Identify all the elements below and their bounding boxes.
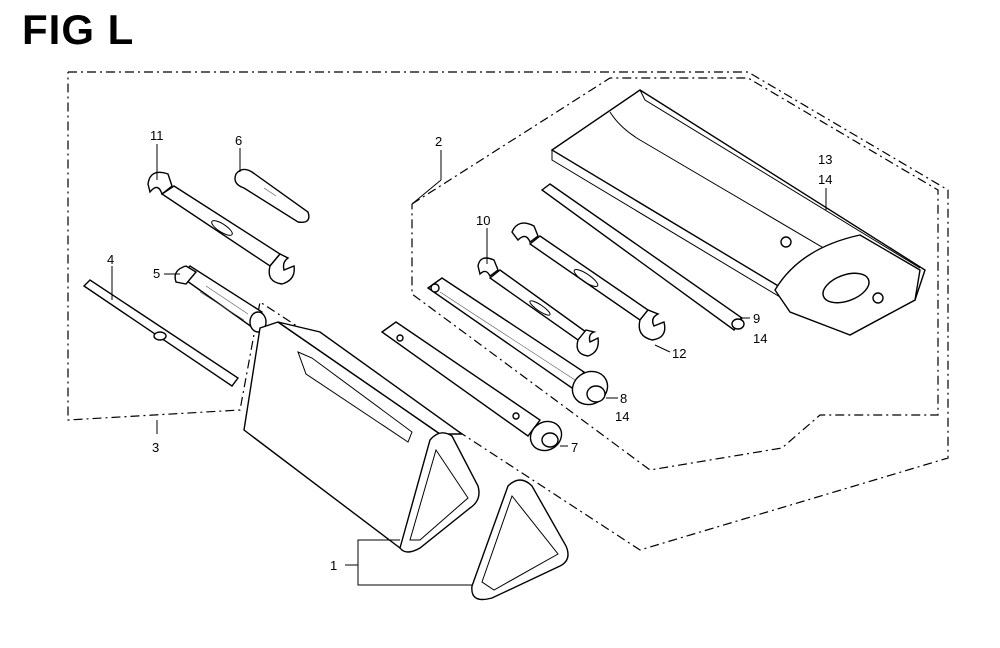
tool-bag-boundary: [411, 77, 939, 471]
box-spanner-8: [426, 277, 609, 406]
tool-box-lid: [471, 479, 569, 601]
callout-9: 9: [753, 311, 760, 326]
callout-2: 2: [435, 134, 442, 149]
tool-box: [243, 321, 480, 553]
callout-1: 1: [330, 558, 337, 573]
tool-bag: [550, 89, 926, 336]
callout-13-sub: 14: [818, 172, 832, 187]
callout-13: 13: [818, 152, 832, 167]
callout-6: 6: [235, 133, 242, 148]
grip-6: [234, 168, 310, 223]
tool-kit-boundary: [67, 71, 949, 551]
callout-10: 10: [476, 213, 490, 228]
callout-8: 8: [620, 391, 627, 406]
wrench-11: [147, 171, 295, 285]
leader-lines: [111, 144, 827, 586]
figure-title: FIG L: [22, 6, 135, 53]
wrench-12: [511, 222, 666, 341]
screwdriver-handle: [174, 265, 267, 333]
screwdriver-blade: [82, 279, 240, 387]
callout-12: 12: [672, 346, 686, 361]
callout-9-sub: 14: [753, 331, 767, 346]
box-spanner-7: [380, 321, 563, 452]
wrench-10: [477, 257, 599, 357]
callout-7: 7: [571, 440, 578, 455]
callout-3: 3: [152, 440, 159, 455]
callout-4: 4: [107, 252, 114, 267]
callout-8-sub: 14: [615, 409, 629, 424]
callout-11: 11: [150, 128, 164, 143]
callout-5: 5: [153, 266, 160, 281]
